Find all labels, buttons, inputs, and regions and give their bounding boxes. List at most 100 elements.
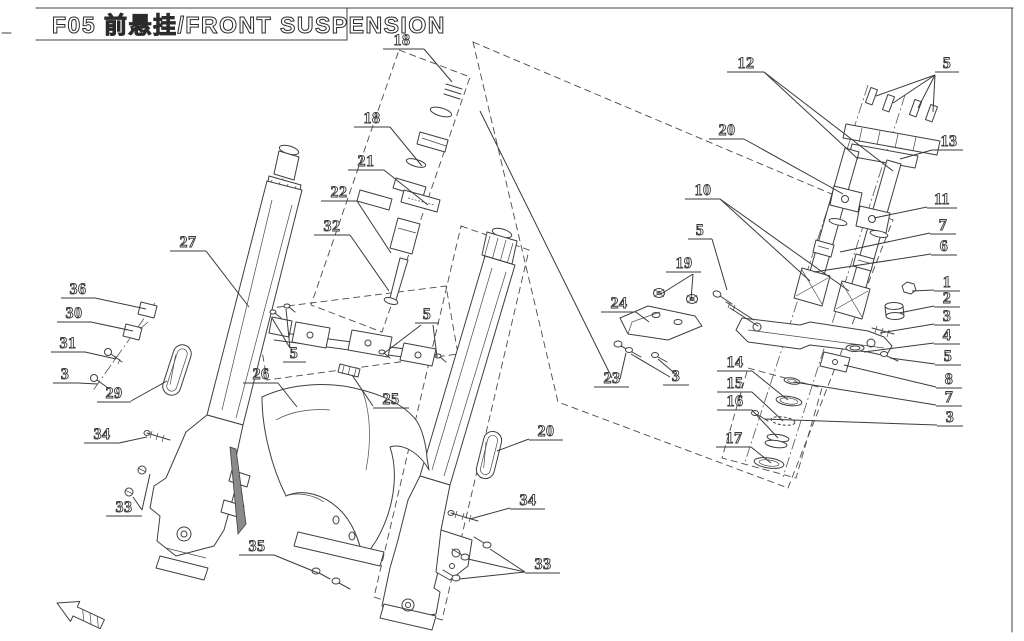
leader-line [349, 234, 390, 292]
part-number: 36 [70, 281, 87, 298]
callout-15: 15 [717, 375, 784, 422]
callout-3: 3 [763, 409, 963, 427]
part-number: 30 [66, 305, 83, 322]
part-number: 4 [943, 327, 952, 344]
rubber-grommet [686, 294, 698, 304]
part-number: 8 [945, 371, 954, 388]
leader-line [657, 358, 680, 378]
page-title: F05 前悬挂/FRONT SUSPENSION [52, 12, 446, 38]
callout-7: 7 [839, 217, 956, 253]
callout-8: 8 [843, 364, 962, 389]
part-number: 24 [611, 295, 628, 312]
fork-internals-stack [356, 83, 463, 305]
callout-31: 31 [51, 335, 117, 360]
leader-line [132, 496, 143, 511]
leader-line [763, 71, 859, 160]
part-number: 7 [939, 217, 948, 234]
leader-line [423, 48, 453, 83]
part-number: 3 [943, 308, 952, 325]
leader-line [875, 74, 936, 97]
leader-line [118, 436, 148, 444]
part-number: 2 [943, 290, 952, 307]
leader-line [873, 206, 928, 219]
leader-line [690, 273, 694, 301]
part-number: 16 [727, 393, 744, 410]
part-number: 14 [727, 354, 744, 371]
callout-5: 5 [875, 55, 959, 113]
leader-line [285, 308, 291, 349]
rubber-grommet [653, 288, 665, 298]
part-number: 33 [116, 499, 133, 516]
part-number: 5 [696, 222, 705, 239]
part-number: 17 [726, 430, 743, 447]
part-number: 7 [945, 389, 954, 406]
part-number: 20 [719, 122, 736, 139]
callout-18: 18 [354, 110, 423, 167]
leader-line [635, 311, 650, 323]
leader-line [719, 198, 850, 292]
part-number: 34 [520, 492, 537, 509]
part-number: 3 [946, 409, 955, 426]
leader-line [467, 558, 526, 573]
callout-32: 32 [314, 218, 390, 292]
front-fender [261, 384, 430, 567]
callout-5: 5 [382, 306, 439, 358]
leader-line [277, 382, 298, 408]
leader-line [271, 317, 291, 349]
part-number: 3 [61, 366, 70, 383]
leader-line [141, 473, 151, 511]
callout-12: 12 [727, 55, 894, 172]
fender-brace [293, 531, 385, 567]
caliper-bracket [435, 529, 473, 581]
part-number: 23 [604, 370, 621, 387]
part-number: 15 [727, 375, 744, 392]
leader-line [496, 438, 530, 452]
callout-7: 7 [793, 381, 962, 407]
right-fork-leg [379, 227, 518, 631]
leader-line [382, 324, 422, 355]
bearing [845, 344, 865, 352]
leader-line [273, 554, 319, 574]
part-number: 20 [538, 423, 555, 440]
callout-3: 3 [879, 308, 960, 334]
leader-line [479, 110, 613, 379]
leader-line [879, 323, 935, 334]
callout-5: 5 [688, 222, 728, 291]
leader-line [77, 382, 99, 385]
callout-20: 20 [496, 423, 563, 452]
leader-line [719, 198, 811, 282]
leader-line [469, 507, 511, 520]
reflector-right [475, 430, 503, 480]
leader-line [763, 418, 938, 426]
leader-line [356, 200, 392, 254]
part-number: 31 [60, 335, 77, 352]
callout-6: 6 [813, 238, 957, 273]
leader-line [898, 305, 935, 314]
part-number: 34 [94, 426, 111, 443]
leader-line [751, 370, 789, 401]
front-direction-arrow [56, 600, 105, 630]
brake-hose-guide [229, 446, 247, 536]
callout-29: 29 [97, 380, 168, 403]
part-number: 29 [106, 385, 123, 402]
callout-2: 2 [898, 290, 960, 314]
callout-27: 27 [170, 234, 250, 308]
leader-line [489, 548, 526, 573]
callout-25: 25 [351, 374, 409, 409]
spec-label-plate [400, 189, 441, 213]
leader-line [863, 342, 935, 353]
part-number: 21 [358, 153, 375, 170]
callout-10: 10 [685, 182, 850, 292]
callout-16: 16 [717, 393, 779, 439]
part-number: 5 [290, 345, 299, 362]
pinch-bolt [864, 86, 938, 123]
part-number: 18 [394, 32, 411, 49]
part-number: 13 [941, 133, 958, 150]
leader-line [763, 71, 894, 172]
part-number: 11 [934, 191, 950, 208]
part-number: 5 [423, 306, 432, 323]
leader-line [619, 352, 627, 380]
callout-17: 17 [716, 430, 772, 464]
leader-line [917, 74, 936, 109]
